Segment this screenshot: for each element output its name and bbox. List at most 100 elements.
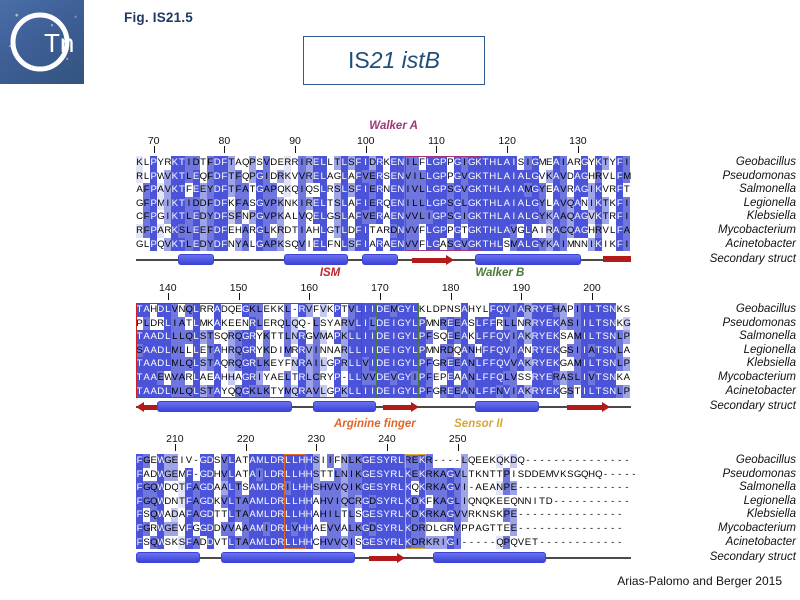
ruler-tick-label: 100: [357, 135, 375, 147]
ruler-tick-label: 140: [159, 282, 177, 294]
ruler-tick-label: 80: [218, 135, 231, 147]
page-title: IS21 istB: [348, 47, 440, 74]
ss-strand: [383, 402, 419, 413]
ruler-tick-mark: [295, 146, 297, 153]
ruler-tick-mark: [238, 293, 240, 300]
ruler-tick-mark: [153, 146, 155, 153]
organism-name: Acinetobacter: [725, 535, 796, 548]
title-italic: 21 istB: [369, 47, 441, 73]
ruler-tick-label: 220: [236, 433, 255, 445]
block-1-secondary-structure: Secondary struct: [0, 251, 800, 269]
ruler-tick-label: 200: [583, 282, 601, 294]
organism-name: Acinetobacter: [725, 237, 796, 250]
ruler-tick-label: 150: [229, 282, 248, 294]
ruler-tick-mark: [521, 293, 523, 300]
ruler-tick-label: 130: [569, 135, 587, 147]
secondary-struct-track: [136, 398, 631, 416]
block-2-rows: Geobacillus TAHDLVNQLRRADQEGKLEKKL-RVFVKP…: [0, 303, 800, 399]
ss-helix: [136, 552, 200, 564]
ss-helix: [178, 254, 214, 266]
ss-helix: [157, 401, 292, 413]
ss-helix: [475, 254, 582, 266]
organism-name: Mycobacterium: [718, 223, 796, 236]
organism-name: Pseudomonas: [722, 467, 796, 480]
ruler-tick-mark: [245, 444, 247, 451]
ruler-tick-label: 170: [371, 282, 389, 294]
block-2-secondary-structure: Secondary struct: [0, 398, 800, 416]
title-box: IS21 istB: [303, 36, 485, 85]
ss-helix: [475, 401, 539, 413]
organism-name: Legionella: [743, 494, 796, 507]
motif-label-sensor-ii: Sensor II: [454, 418, 503, 430]
ruler-tick-mark: [592, 293, 593, 300]
organism-name: Geobacillus: [735, 156, 796, 168]
ruler-tick-label: 230: [307, 433, 326, 445]
ss-helix: [312, 401, 377, 413]
ruler-tick-label: 90: [289, 135, 301, 147]
secondary-struct-label: Secondary struct: [709, 253, 796, 266]
figure-label: Fig. IS21.5: [124, 10, 193, 25]
block-2-ruler: 140 150 160 170 180 190 200: [0, 282, 800, 303]
ruler-tick-label: 160: [300, 282, 318, 294]
logo-text: Tn: [44, 28, 74, 58]
ss-helix: [284, 254, 349, 266]
organism-name: Legionella: [743, 343, 796, 356]
ruler-tick-label: 180: [441, 282, 460, 294]
block-1-motif-labels: Walker A: [0, 120, 800, 135]
ss-helix: [432, 552, 547, 564]
ruler-tick-mark: [379, 293, 381, 300]
secondary-struct-track: [136, 251, 631, 269]
ruler-tick-label: 110: [428, 135, 445, 147]
organism-name: Geobacillus: [735, 303, 796, 315]
citation: Arias-Palomo and Berger 2015: [617, 574, 782, 588]
alignment-row: Geobacillus TAHDLVNQLRRADQEGKLEKKL-RVFVKP…: [0, 303, 800, 317]
ss-strand: [411, 255, 455, 266]
ruler-tick-label: 190: [512, 282, 531, 294]
ruler-tick-mark: [507, 146, 509, 153]
organism-name: Klebsiella: [746, 508, 796, 521]
organism-name: Salmonella: [739, 183, 796, 196]
ruler-tick-label: 240: [378, 433, 396, 445]
secondary-struct-label: Secondary struct: [709, 551, 796, 564]
ss-strand: [136, 402, 158, 413]
ss-helix: [362, 254, 398, 266]
